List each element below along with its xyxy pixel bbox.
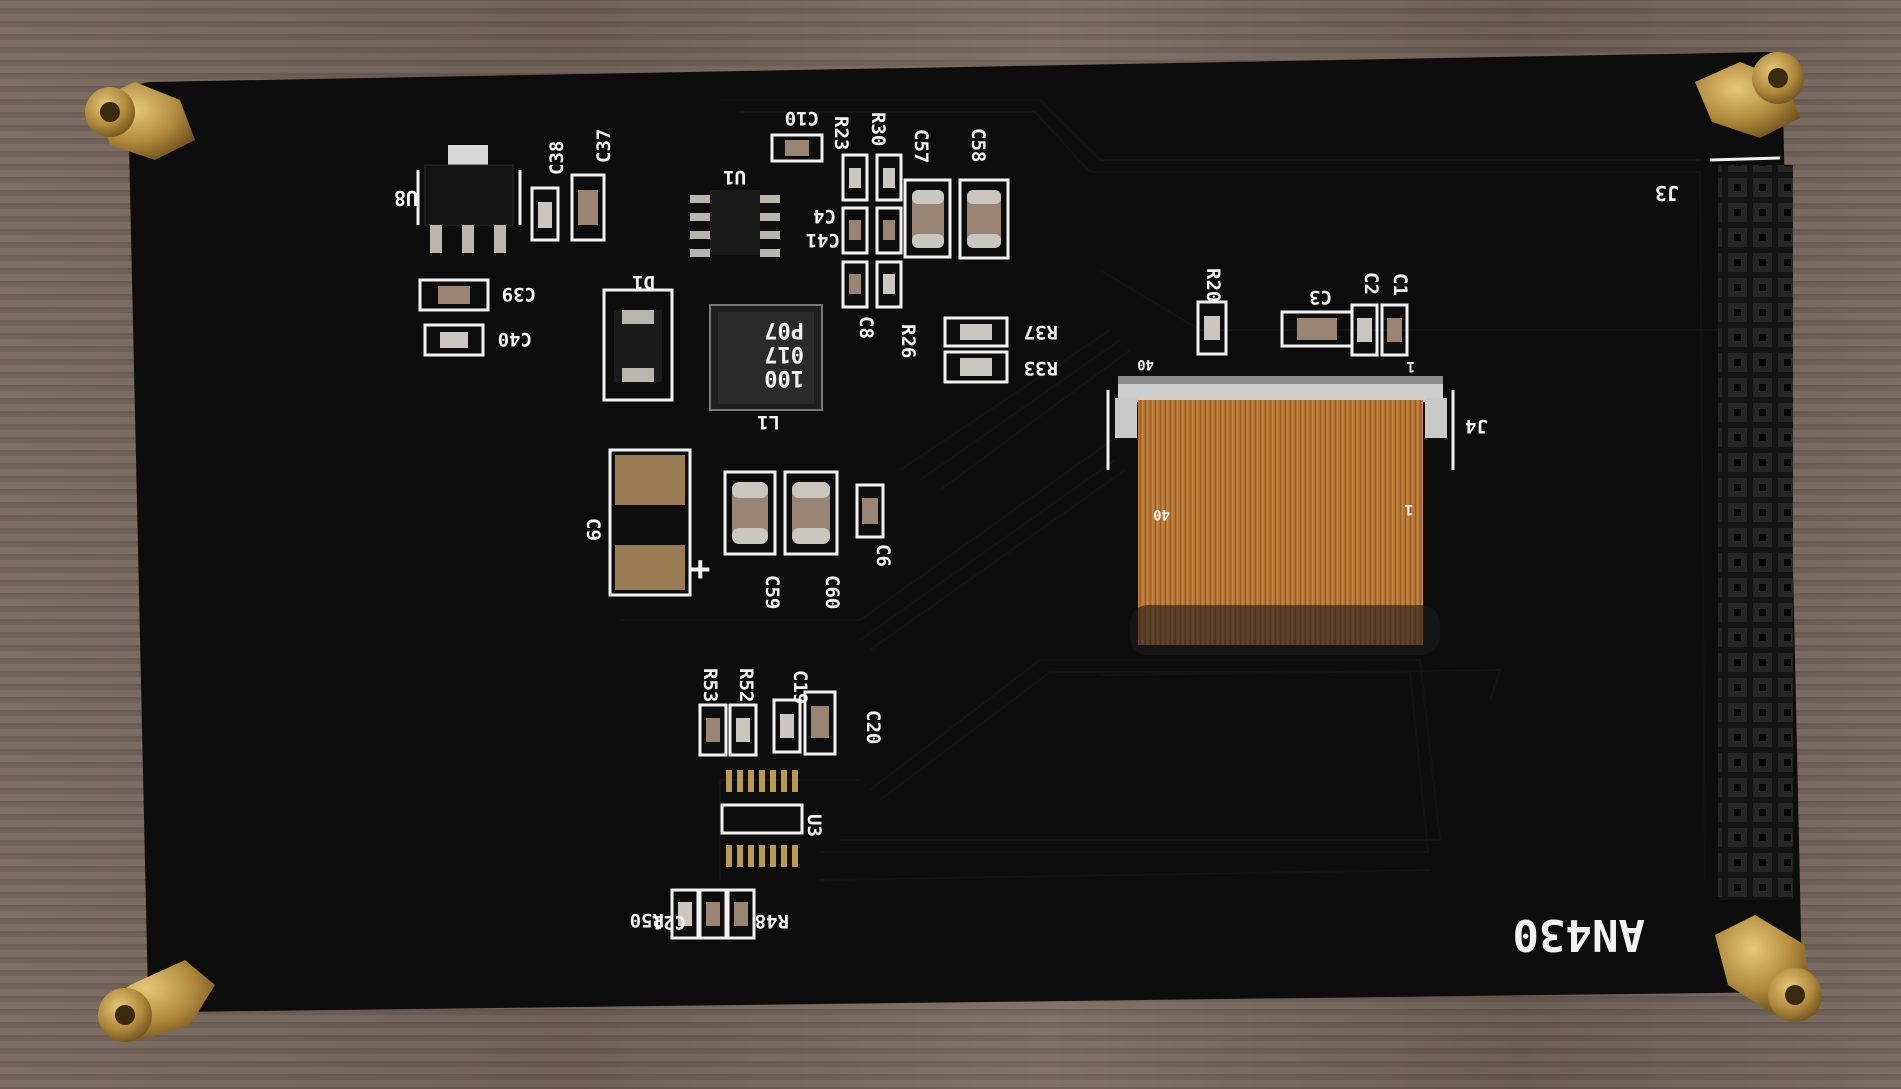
label-c10: C10 (785, 107, 819, 129)
board-model-label: AN430 (1513, 909, 1645, 960)
fpc-ribbon-cable (1138, 400, 1423, 645)
standoff-bottom-left (98, 960, 215, 1042)
label-l1: L1 (757, 411, 780, 433)
label-pin40-ribbon: 40 (1153, 506, 1170, 522)
standoff-top-left (85, 82, 195, 160)
standoff-bottom-right (1715, 915, 1822, 1022)
label-c2: C2 (1360, 272, 1382, 295)
label-u1: U1 (723, 166, 746, 188)
label-r52: R52 (735, 668, 757, 702)
pcb-board (128, 52, 1802, 1012)
resistor-r50 (698, 888, 728, 940)
standoff-top-right (1695, 52, 1804, 138)
pcb-traces (620, 99, 1720, 881)
cap-c57 (903, 178, 952, 259)
label-c39: C39 (502, 283, 536, 305)
label-pin1-ribbon: 1 (1405, 501, 1413, 517)
label-r30: R30 (867, 112, 889, 146)
cap-c1 (1380, 303, 1409, 357)
l1-marking-1: 100 (764, 365, 804, 390)
cap-c60 (783, 470, 839, 556)
polarity-plus: + (690, 549, 710, 589)
label-u8: U8 (394, 186, 418, 210)
cap-c59 (723, 470, 777, 556)
l1-marking-2: 017 (764, 341, 804, 366)
label-r53: R53 (699, 668, 721, 702)
label-r20: R20 (1202, 268, 1224, 302)
label-c3: C3 (1309, 286, 1332, 308)
label-c4: C4 (813, 205, 836, 227)
chip-u1 (690, 190, 780, 257)
chip-u3 (720, 770, 804, 867)
cap-c40 (423, 323, 485, 357)
label-c20: C20 (862, 710, 884, 744)
resistor-r48 (726, 888, 756, 940)
cap-c21 (670, 888, 700, 940)
label-c59: C59 (761, 575, 783, 609)
resistor-r52 (728, 703, 758, 757)
label-j4: J4 (1465, 415, 1488, 437)
pin-header-j3 (1718, 165, 1793, 900)
resistor-r37 (943, 316, 1009, 348)
label-r37: R37 (1024, 321, 1058, 343)
label-c38: C38 (546, 141, 568, 175)
label-c21: C21 (652, 911, 686, 933)
label-c8: C8 (855, 316, 877, 339)
resistor-r33 (943, 350, 1009, 384)
cap-c9 (608, 448, 692, 597)
label-r26: R26 (897, 324, 919, 358)
j3-outline (1709, 156, 1781, 162)
label-c58: C58 (967, 128, 989, 162)
cap-c37 (570, 173, 606, 242)
label-r23: R23 (830, 116, 852, 150)
cap-c38 (530, 186, 560, 242)
label-r33: R33 (1024, 357, 1058, 379)
resistor-r20 (1196, 300, 1228, 356)
l1-marking-3: P07 (764, 317, 804, 342)
cap-c6 (855, 483, 885, 539)
label-c37: C37 (593, 129, 615, 163)
cap-c58 (958, 178, 1010, 260)
cap-c20 (803, 690, 837, 756)
cap-c10 (770, 133, 824, 163)
label-d1: D1 (632, 271, 655, 293)
cap-c2 (1350, 303, 1379, 357)
label-c57: C57 (910, 129, 932, 163)
label-c19: C19 (789, 670, 811, 704)
inductor-l1 (709, 304, 823, 411)
label-c40: C40 (498, 328, 532, 350)
label-pin1-top: 1 (1407, 358, 1415, 374)
resistor-array (841, 153, 903, 309)
label-pin40-top: 40 (1137, 356, 1154, 372)
label-c9: C9 (582, 518, 604, 541)
diode-d1 (602, 288, 674, 402)
label-c1: C1 (1389, 273, 1411, 296)
label-c60: C60 (821, 575, 843, 609)
chip-u8 (416, 145, 522, 253)
label-u3: U3 (803, 814, 825, 837)
label-j3: J3 (1655, 181, 1679, 205)
ribbon-slot (1130, 605, 1440, 655)
label-c41: C41 (806, 229, 840, 251)
label-c6: C6 (872, 544, 894, 567)
resistor-r53 (698, 703, 728, 757)
cap-c39 (418, 278, 490, 312)
label-r50: R50 (630, 909, 664, 931)
connector-j4 (1106, 376, 1455, 470)
cap-c19 (772, 698, 802, 754)
label-r48: R48 (755, 910, 789, 932)
